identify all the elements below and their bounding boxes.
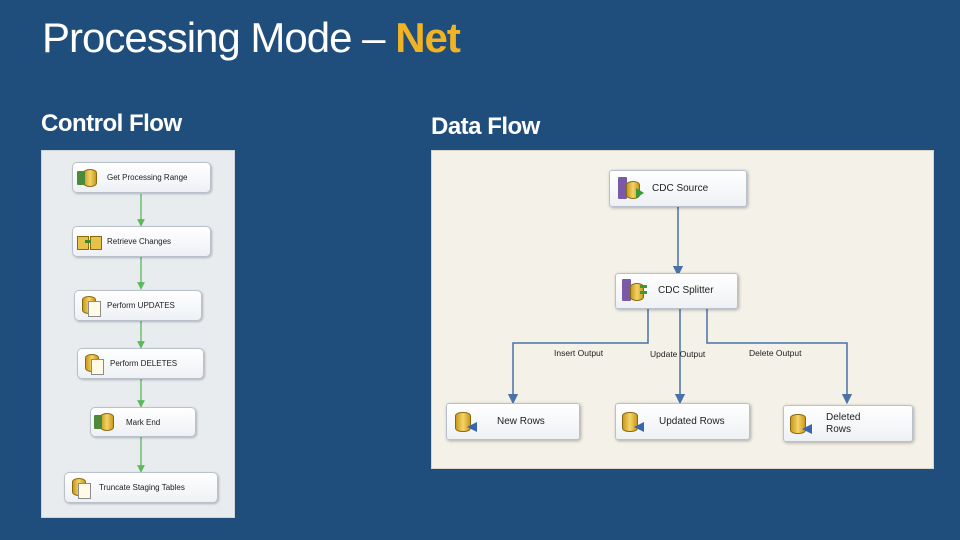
destination-icon xyxy=(622,410,648,434)
task-label: Truncate Staging Tables xyxy=(99,483,185,492)
insert-output-label: Insert Output xyxy=(554,348,604,358)
deleted-rows-destination[interactable]: Deleted Rows xyxy=(783,405,913,442)
task-truncate-staging-tables[interactable]: Truncate Staging Tables xyxy=(64,472,218,503)
path-insert-output xyxy=(507,309,649,405)
component-label: CDC Source xyxy=(652,182,709,194)
sql-task-icon xyxy=(80,295,102,317)
control-flow-heading: Control Flow xyxy=(41,110,182,137)
cdc-source-component[interactable]: CDC Source xyxy=(609,170,747,207)
control-flow-canvas[interactable]: Get Processing Range Retrieve Changes Pe… xyxy=(41,150,235,518)
precedence-constraints xyxy=(137,194,145,473)
data-paths xyxy=(507,207,853,405)
component-label: New Rows xyxy=(497,415,545,427)
sql-task-icon xyxy=(83,353,105,375)
task-label: Retrieve Changes xyxy=(107,237,172,246)
title-main: Processing Mode – xyxy=(42,14,396,61)
cdc-splitter-component[interactable]: CDC Splitter xyxy=(615,273,738,309)
cdc-splitter-icon xyxy=(622,279,648,303)
updated-rows-destination[interactable]: Updated Rows xyxy=(615,403,750,440)
data-flow-icon xyxy=(77,232,102,252)
destination-icon xyxy=(455,410,481,434)
new-rows-destination[interactable]: New Rows xyxy=(446,403,580,440)
component-label: CDC Splitter xyxy=(658,285,714,296)
sql-task-icon xyxy=(70,477,92,499)
component-label: Updated Rows xyxy=(659,415,725,427)
component-label: Deleted Rows xyxy=(826,411,861,435)
task-label: Perform UPDATES xyxy=(107,301,175,310)
cdc-control-icon xyxy=(77,168,101,188)
task-label: Perform DELETES xyxy=(110,359,178,368)
data-flow-heading: Data Flow xyxy=(431,113,540,140)
task-retrieve-changes[interactable]: Retrieve Changes xyxy=(72,226,211,257)
title-accent: Net xyxy=(395,14,461,61)
task-perform-deletes[interactable]: Perform DELETES xyxy=(77,348,204,379)
task-get-processing-range[interactable]: Get Processing Range xyxy=(72,162,211,193)
destination-icon xyxy=(790,412,816,436)
task-mark-end[interactable]: Mark End xyxy=(90,407,196,437)
delete-output-label: Delete Output xyxy=(749,348,802,358)
data-flow-canvas[interactable]: CDC Source CDC Splitter Insert Output Up… xyxy=(431,150,934,469)
path-delete-output xyxy=(706,309,853,405)
update-output-label: Update Output xyxy=(650,349,706,359)
page-title: Processing Mode – Net xyxy=(42,14,461,62)
task-label: Mark End xyxy=(126,417,161,427)
cdc-source-icon xyxy=(618,176,644,201)
task-perform-updates[interactable]: Perform UPDATES xyxy=(74,290,202,321)
task-label: Get Processing Range xyxy=(107,173,188,182)
cdc-control-icon xyxy=(94,412,116,432)
